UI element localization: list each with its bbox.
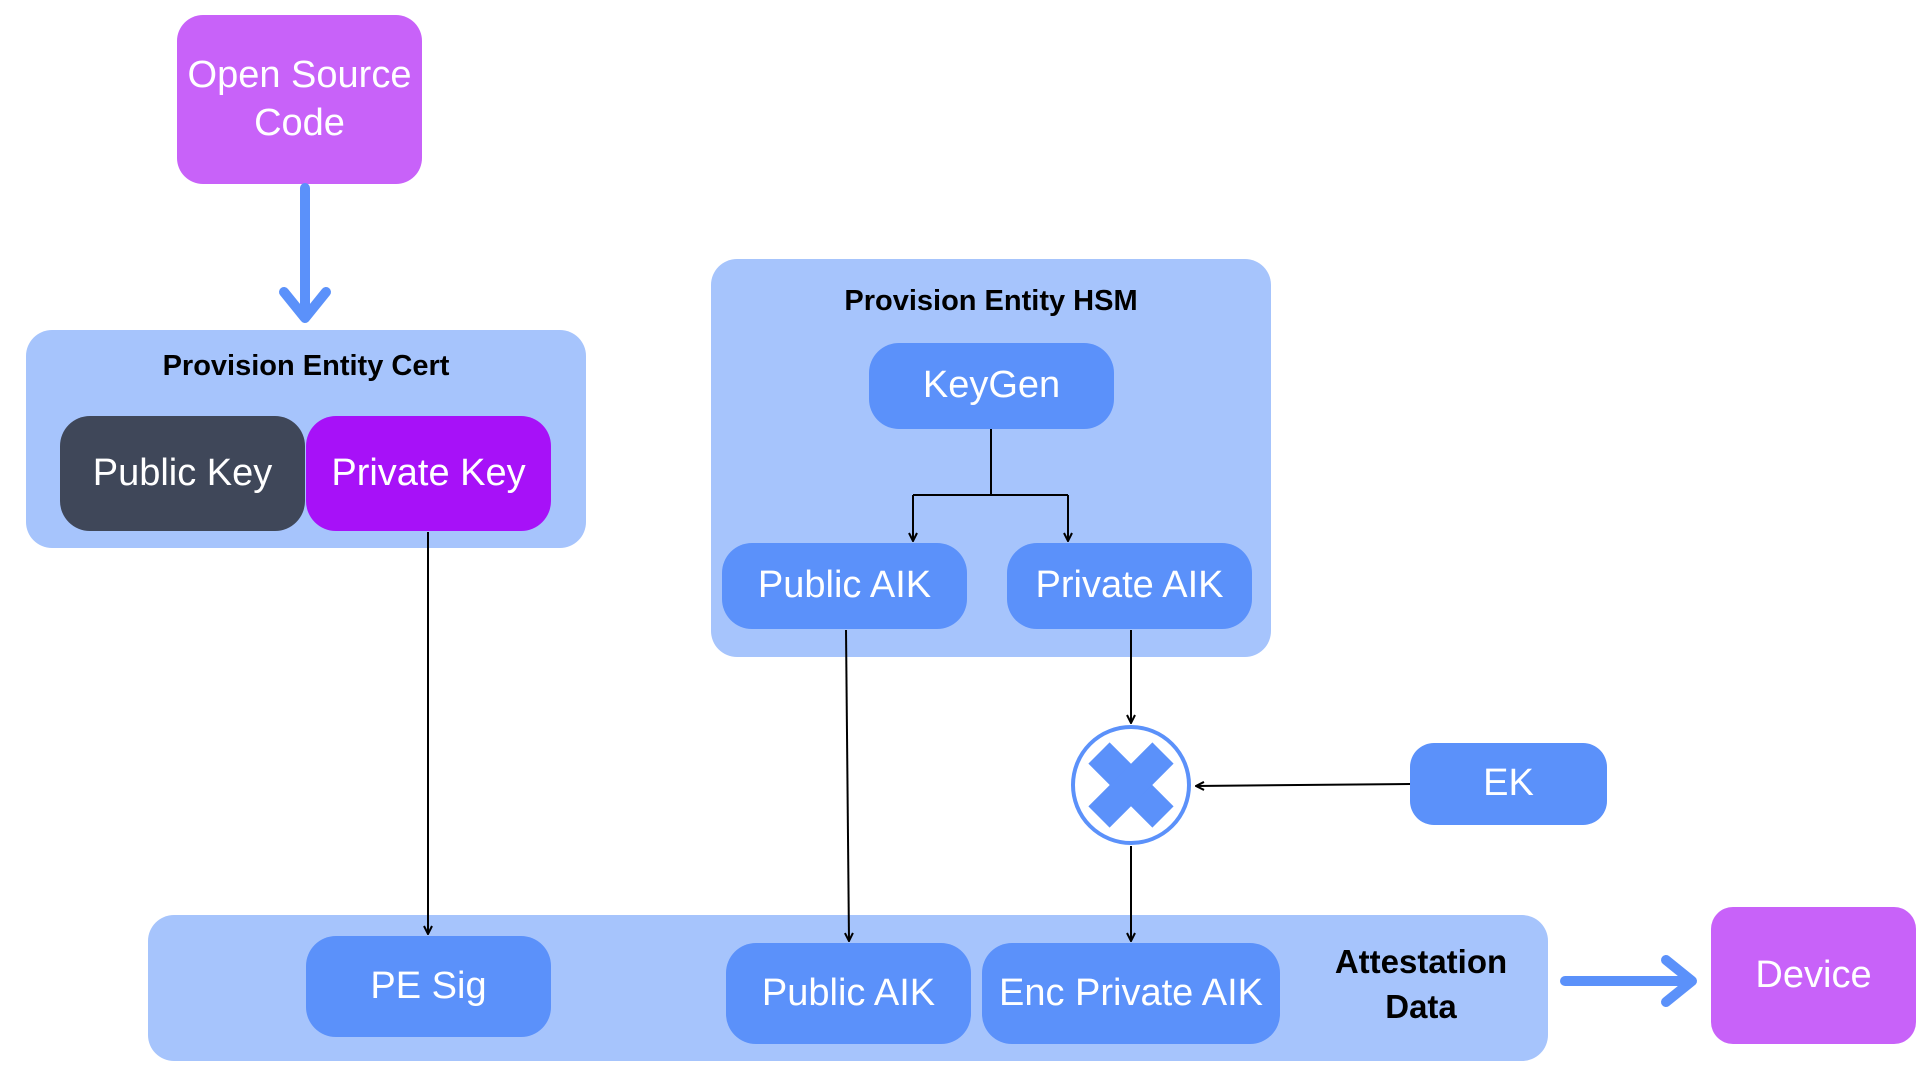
attestation-to-device-arrow <box>1560 955 1697 1007</box>
device-node: Device <box>1711 907 1916 1044</box>
pe-sig-node: PE Sig <box>306 936 551 1037</box>
attestation-data-label: Attestation Data <box>1306 940 1536 1029</box>
provision-entity-cert-title: Provision Entity Cert <box>162 350 450 382</box>
x-circle-icon <box>1071 725 1191 845</box>
ek-to-combine-connector <box>1196 784 1411 786</box>
open-source-label-line1: Open Source <box>187 54 412 96</box>
open-source-to-cert-arrow <box>279 183 331 323</box>
enc-private-aik-node: Enc Private AIK <box>982 943 1280 1044</box>
attestation-public-aik-node: Public AIK <box>726 943 971 1044</box>
private-key-node: Private Key <box>306 416 551 531</box>
keygen-node: KeyGen <box>869 343 1114 429</box>
public-aik-node: Public AIK <box>722 543 967 629</box>
provision-entity-hsm-title: Provision Entity HSM <box>844 285 1138 317</box>
open-source-label-line2: Code <box>254 101 345 144</box>
attestation-label-line2: Data <box>1385 987 1457 1025</box>
public-key-node: Public Key <box>60 416 305 531</box>
private-aik-node: Private AIK <box>1007 543 1252 629</box>
open-source-code-label: Open Source Code <box>188 52 412 147</box>
ek-node: EK <box>1410 743 1607 825</box>
attestation-label-line1: Attestation <box>1334 943 1508 980</box>
public-aik-to-attestation-connector <box>846 629 849 941</box>
open-source-code-node: Open Source Code <box>177 15 422 184</box>
